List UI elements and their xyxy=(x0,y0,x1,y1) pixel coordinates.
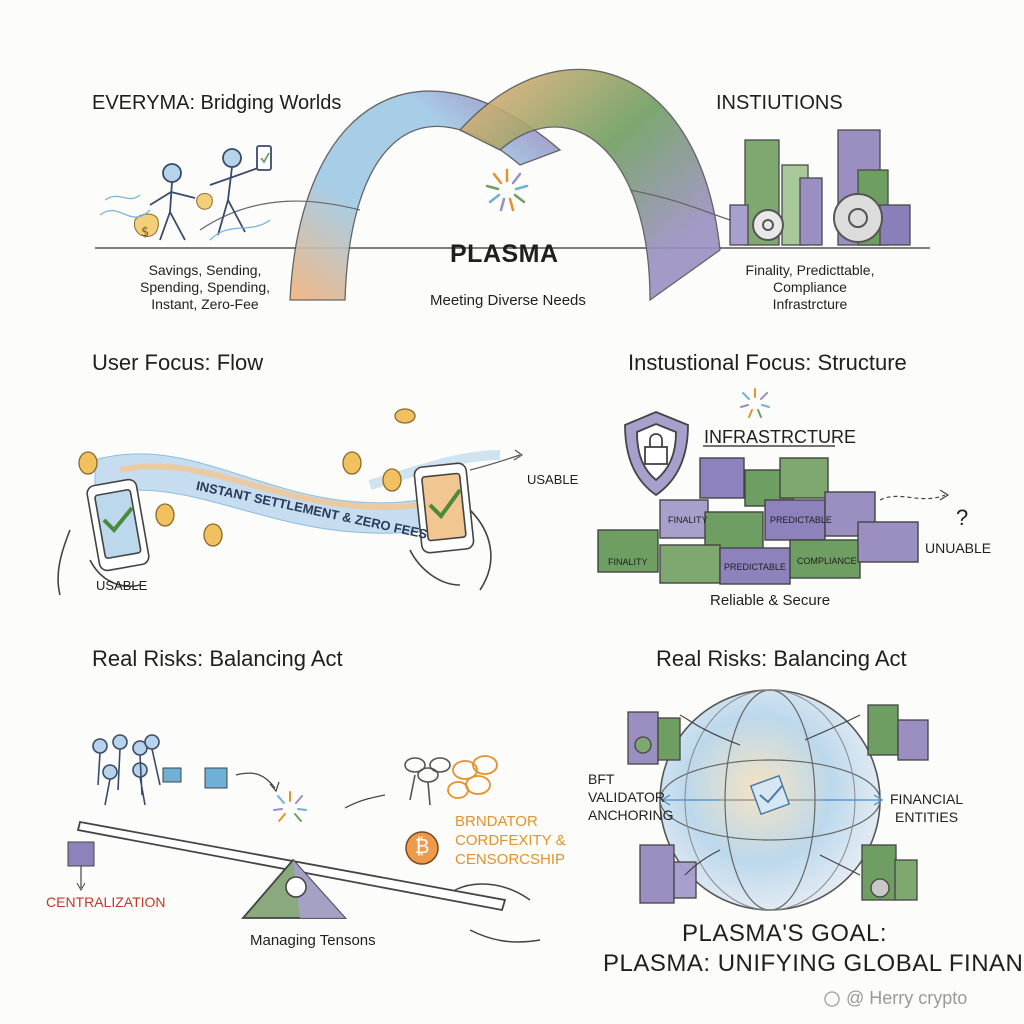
everyman-list-item: Instant, Zero-Fee xyxy=(151,296,259,312)
svg-text:$: $ xyxy=(141,225,149,240)
block-label: FINALITY xyxy=(608,557,648,567)
everyman-list-item: Spending, Spending, xyxy=(140,279,270,295)
plasma-burst-logo-risk xyxy=(273,791,307,822)
complexity-label: BRNDATOR CORDFEXITY & CENSORCSHIP xyxy=(455,812,566,869)
money-bag-icons: $ xyxy=(134,193,213,240)
everyman-list-item: Savings, Sending, xyxy=(148,262,262,278)
institutions-list: Finality, Predicttable, Compliance Infra… xyxy=(725,262,895,313)
question-mark: ? xyxy=(956,505,969,530)
everyman-list: Savings, Sending, Spending, Spending, In… xyxy=(130,262,280,313)
flag-sketch xyxy=(162,767,182,783)
right-arch xyxy=(458,69,721,302)
orange-chain-sketch xyxy=(447,755,498,799)
coin-icons xyxy=(78,408,416,547)
risks-right-title: Real Risks: Balancing Act xyxy=(656,646,907,671)
block-label: COMPLIANCE xyxy=(797,556,857,566)
institutions-title: INSTIUTIONS xyxy=(716,92,843,114)
institutions-list-item: Infrastrcture xyxy=(772,296,848,312)
inst-focus-title: Instustional Focus: Structure xyxy=(628,350,907,375)
complexity-line: BRNDATOR xyxy=(455,813,538,830)
institutions-list-item: Finality, Predicttable, xyxy=(745,262,875,278)
financial-entities-label: FINANCIAL ENTITIES xyxy=(890,790,963,826)
plasma-burst-logo xyxy=(485,168,529,212)
validator-line: BFT xyxy=(588,771,615,787)
complexity-line: CENSORCSHIP xyxy=(455,851,566,868)
small-cube xyxy=(204,767,228,789)
bitcoin-glyph: ₿ xyxy=(414,836,430,858)
chain-sketch xyxy=(404,757,451,806)
centralization-label: CENTRALIZATION xyxy=(46,894,166,910)
goal-line-1: PLASMA'S GOAL: xyxy=(682,920,887,947)
people-sketch xyxy=(149,145,272,241)
usable-left: USABLE xyxy=(96,578,148,593)
reliable-caption: Reliable & Secure xyxy=(710,592,831,609)
shield-lock-icon xyxy=(624,411,689,497)
infrastructure-blocks xyxy=(597,457,919,585)
watermark-icon xyxy=(824,991,840,1007)
risks-left-title: Real Risks: Balancing Act xyxy=(92,646,343,671)
financial-line: ENTITIES xyxy=(895,809,959,825)
complexity-line: CORDFEXITY & xyxy=(455,832,566,849)
block-label: PREDICTABLE xyxy=(724,562,786,572)
everyman-title: EVERYMA: Bridging Worlds xyxy=(92,92,342,114)
validator-label: BFT VALIDATOR ANCHORING xyxy=(588,770,674,824)
block-label: FINALITY xyxy=(668,515,708,525)
phone-right xyxy=(409,462,492,591)
managing-caption: Managing Tensons xyxy=(250,932,376,949)
plasma-brand: PLASMA xyxy=(450,240,559,268)
centralization-cube xyxy=(67,841,95,867)
bitcoin-icon xyxy=(405,831,439,865)
server-icons xyxy=(627,704,929,904)
usable-right: USABLE xyxy=(527,472,579,487)
unusable-label: UNUABLE xyxy=(925,540,992,556)
gear-icons xyxy=(752,193,883,243)
user-focus-title: User Focus: Flow xyxy=(92,350,264,375)
watermark-text: @ Herry crypto xyxy=(846,988,968,1008)
infrastructure-header: INFRASTRCTURE xyxy=(704,427,856,447)
institutions-list-item: Compliance xyxy=(773,279,847,295)
crowd-sketch xyxy=(92,734,161,806)
block-label: PREDICTABLE xyxy=(770,515,832,525)
validator-line: VALIDATOR xyxy=(588,789,666,805)
financial-line: FINANCIAL xyxy=(890,791,964,807)
center-caption: Meeting Diverse Needs xyxy=(430,292,586,309)
phone-left xyxy=(57,478,150,596)
plasma-burst-logo-small xyxy=(740,388,770,418)
validator-line: ANCHORING xyxy=(588,807,674,823)
goal-line-2: PLASMA: UNIFYING GLOBAL FINANCE xyxy=(603,950,1024,977)
